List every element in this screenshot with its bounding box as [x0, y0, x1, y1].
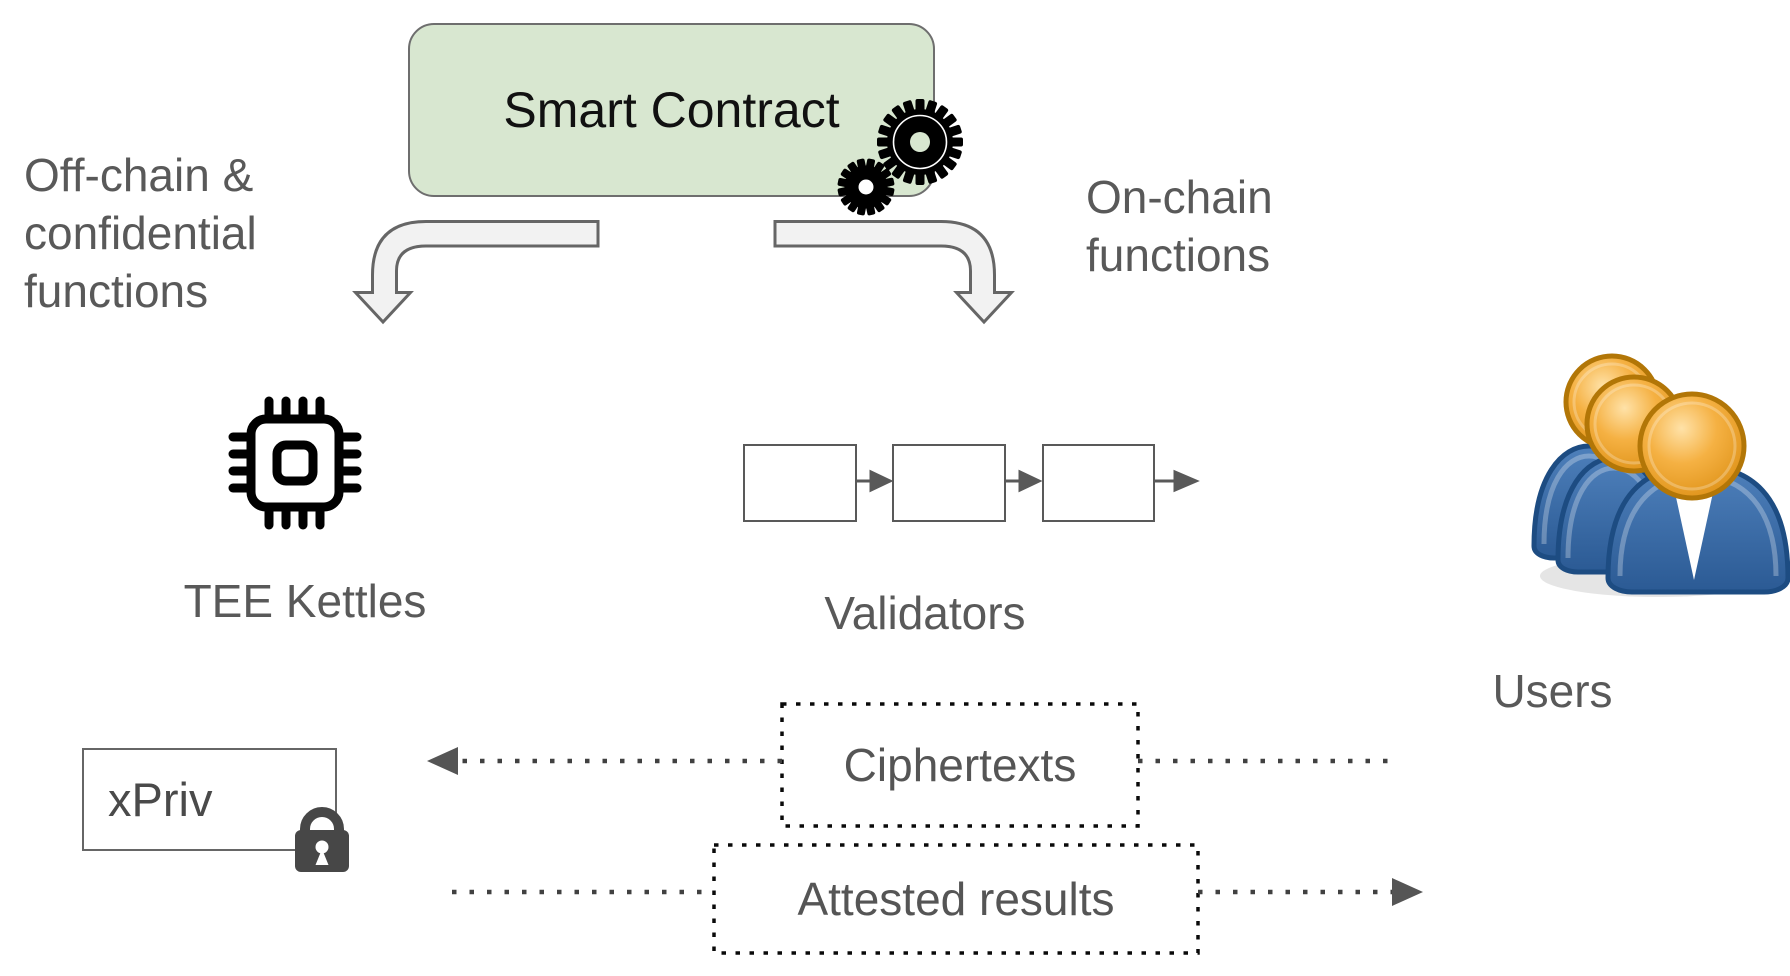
validators-label: Validators — [824, 587, 1026, 639]
users-group-icon — [1531, 353, 1790, 597]
onchain-functions-label: On-chain functions — [1086, 171, 1273, 281]
ciphertexts-label: Ciphertexts — [843, 739, 1077, 791]
tee-kettles-label: TEE Kettles — [183, 575, 427, 627]
attested-arrowhead-right — [1392, 878, 1423, 906]
users-label: Users — [1492, 665, 1613, 717]
validator-block-1 — [743, 444, 857, 522]
smart-contract-label: Smart Contract — [503, 82, 840, 138]
smart-contract-box: Smart Contract — [408, 23, 935, 197]
validator-block-2 — [892, 444, 1006, 522]
cpu-chip-icon — [228, 396, 362, 530]
attested-results-label: Attested results — [797, 873, 1115, 925]
offchain-elbow-arrow — [352, 220, 600, 325]
xpriv-label: xPriv — [108, 773, 213, 826]
ciphertexts-arrowhead-left — [427, 747, 458, 775]
onchain-elbow-arrow — [773, 220, 1015, 325]
xpriv-box: xPriv — [82, 748, 337, 851]
validator-block-3 — [1042, 444, 1155, 522]
offchain-functions-label: Off-chain & confidential functions — [24, 149, 257, 317]
